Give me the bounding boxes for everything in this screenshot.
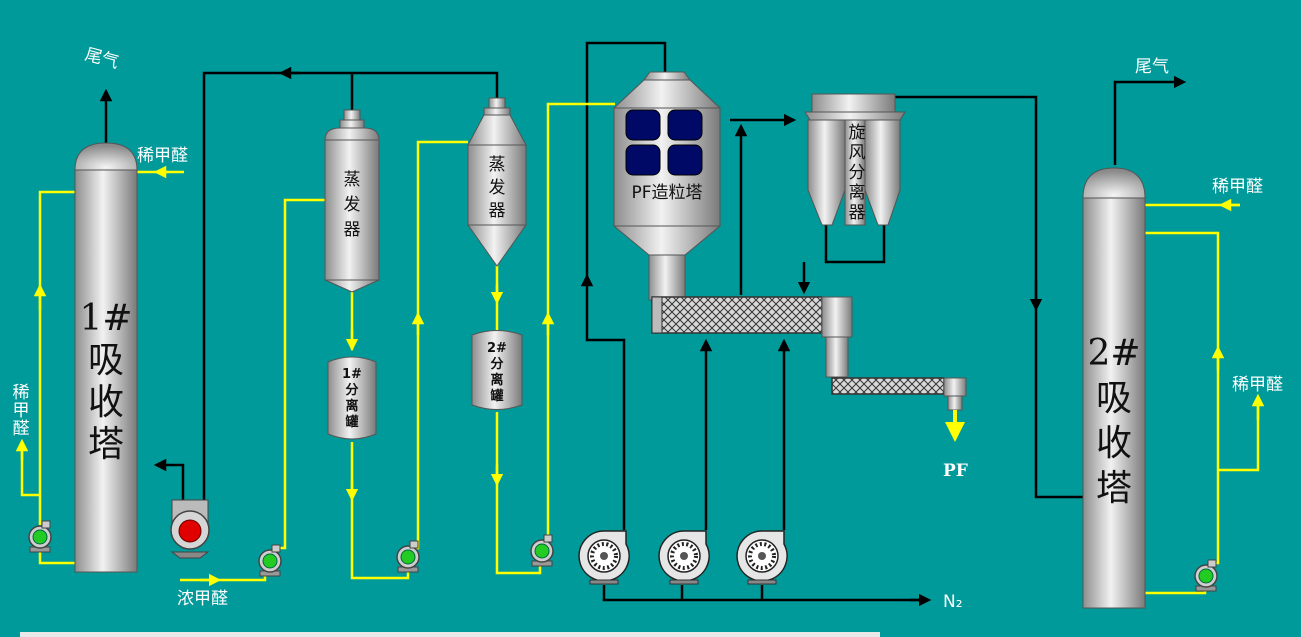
dilute-formaldehyde-label-2: 稀甲醛 <box>13 383 30 439</box>
pump-tower2[interactable] <box>1194 559 1218 592</box>
nitrogen-label: N₂ <box>943 592 963 612</box>
evaporator-1[interactable]: 蒸发器 <box>324 109 380 293</box>
gas-pipes <box>99 41 1187 607</box>
blower-fan-3[interactable] <box>735 529 790 586</box>
window-icon <box>667 109 703 141</box>
dilute-formaldehyde-label-3: 稀甲醛 <box>1212 177 1263 197</box>
blower-fan-1[interactable] <box>577 529 632 586</box>
pump-tower1[interactable] <box>28 520 52 553</box>
absorption-tower-1[interactable]: 1#吸收塔 <box>74 142 138 573</box>
sep-tank1-label: 1#分离罐 <box>342 367 362 430</box>
tower1-label: 1#吸收塔 <box>79 298 132 465</box>
circulation-pump[interactable] <box>170 499 210 559</box>
separator-tank-1[interactable]: 1#分离罐 <box>327 356 377 440</box>
status-strip <box>20 632 880 637</box>
cyclone-separator[interactable]: 旋风分离器 <box>804 93 906 226</box>
dilute-formaldehyde-label-4: 稀甲醛 <box>1232 375 1283 395</box>
window-icon <box>625 109 661 141</box>
conc-formaldehyde-label: 浓甲醛 <box>177 589 228 609</box>
fluid-bed-dryer[interactable] <box>651 296 967 411</box>
pump-tank2[interactable] <box>530 534 554 567</box>
sep-tank2-label: 2#分离罐 <box>487 341 507 404</box>
tower2-label: 2#吸收塔 <box>1087 333 1140 509</box>
granulator-label: PF造粒塔 <box>631 183 702 203</box>
pump-conc-feed[interactable] <box>258 544 282 577</box>
absorption-tower-2[interactable]: 2#吸收塔 <box>1082 167 1146 609</box>
dilute-formaldehyde-label-1: 稀甲醛 <box>137 146 188 166</box>
window-icon <box>625 144 661 176</box>
pf-granulation-tower[interactable]: PF造粒塔 <box>612 71 722 301</box>
window-icon <box>667 144 703 176</box>
evaporator2-label: 蒸发器 <box>489 155 506 221</box>
evaporator1-label: 蒸发器 <box>344 170 361 240</box>
cyclone-label: 旋风分离器 <box>849 123 866 223</box>
blower-fan-2[interactable] <box>657 529 712 586</box>
pf-product-label: PF <box>943 461 968 481</box>
separator-tank-2[interactable]: 2#分离罐 <box>471 330 523 410</box>
evaporator-2[interactable]: 蒸发器 <box>467 97 527 267</box>
tail-gas-label-2: 尾气 <box>1135 57 1169 77</box>
tail-gas-label-1: 尾气 <box>83 45 121 73</box>
pump-tank1[interactable] <box>396 540 420 573</box>
